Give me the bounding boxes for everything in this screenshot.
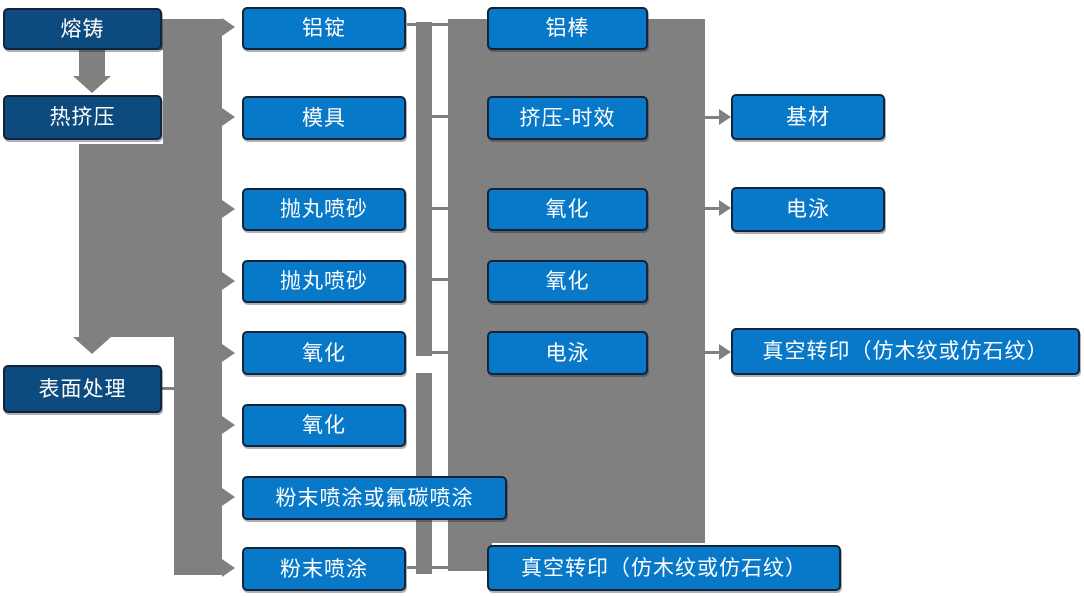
arrow-to-electrophoresis-icon (719, 200, 731, 216)
tick-aluminum-ingot (407, 23, 448, 26)
node-electrophoresis-2: 电泳 (731, 187, 885, 232)
node-oxidation-4: 氧化 (487, 260, 648, 303)
node-aluminum-rod: 铝棒 (487, 7, 648, 50)
stem-to-base-material (705, 116, 719, 119)
node-mold: 模具 (242, 96, 406, 140)
tick-shot-blasting-2 (432, 278, 448, 281)
arrow-to-vacuum-transfer-icon (719, 344, 731, 360)
arrow-to-powder-fluorocarbon-icon (222, 488, 235, 506)
node-powder-or-fluorocarbon-coating: 粉末喷涂或氟碳喷涂 (242, 476, 507, 520)
node-hot-extrusion: 热挤压 (3, 95, 162, 140)
node-electrophoresis-1: 电泳 (487, 331, 648, 375)
node-shot-blasting-2: 抛丸喷砂 (242, 260, 406, 303)
connector-upper-right-bar (163, 50, 222, 144)
arrow-down-to-surface-treatment-icon (73, 337, 111, 354)
arrow-to-oxidation-1-icon (222, 344, 235, 362)
node-surface-treatment: 表面处理 (3, 365, 162, 413)
arrow-to-aluminum-ingot-icon (222, 18, 235, 36)
arrow-to-oxidation-2-icon (222, 416, 235, 434)
node-powder-coating: 粉末喷涂 (242, 547, 406, 591)
connector-right-block-leg (448, 543, 492, 571)
connector-left-block (79, 144, 222, 337)
arrow-to-powder-coating-icon (222, 559, 235, 577)
node-base-material: 基材 (731, 94, 885, 140)
node-oxidation-2: 氧化 (242, 404, 406, 447)
tick-mold (432, 115, 448, 118)
node-extrusion-aging: 挤压-时效 (487, 96, 648, 140)
tick-oxidation-1 (432, 351, 448, 354)
node-melting-casting: 熔铸 (3, 8, 162, 50)
tick-powder-coating (407, 566, 448, 569)
stem-to-vacuum-transfer (705, 351, 719, 354)
stem-to-electrophoresis (705, 207, 719, 210)
connector-middle-rail-upper (416, 22, 432, 356)
connector-middle-rail-lower (416, 373, 432, 574)
connector-melt-stem (79, 50, 105, 77)
arrow-to-shot-blasting-2-icon (222, 272, 235, 290)
arrow-to-shot-blasting-1-icon (222, 200, 235, 218)
arrow-down-to-hot-extrusion-icon (73, 76, 111, 93)
node-shot-blasting-1: 抛丸喷砂 (242, 188, 406, 231)
node-oxidation-3: 氧化 (487, 188, 648, 231)
connector-surface-treatment-link (162, 387, 176, 390)
node-aluminum-ingot: 铝锭 (242, 7, 406, 50)
node-oxidation-1: 氧化 (242, 331, 406, 375)
node-vacuum-transfer-print-1: 真空转印（仿木纹或仿石纹） (487, 545, 841, 591)
node-vacuum-transfer-print-2: 真空转印（仿木纹或仿石纹） (731, 328, 1080, 375)
connector-lower-left-bar (174, 337, 222, 575)
tick-shot-blasting-1 (432, 207, 448, 210)
arrow-to-base-material-icon (719, 109, 731, 125)
arrow-to-mold-icon (222, 108, 235, 126)
